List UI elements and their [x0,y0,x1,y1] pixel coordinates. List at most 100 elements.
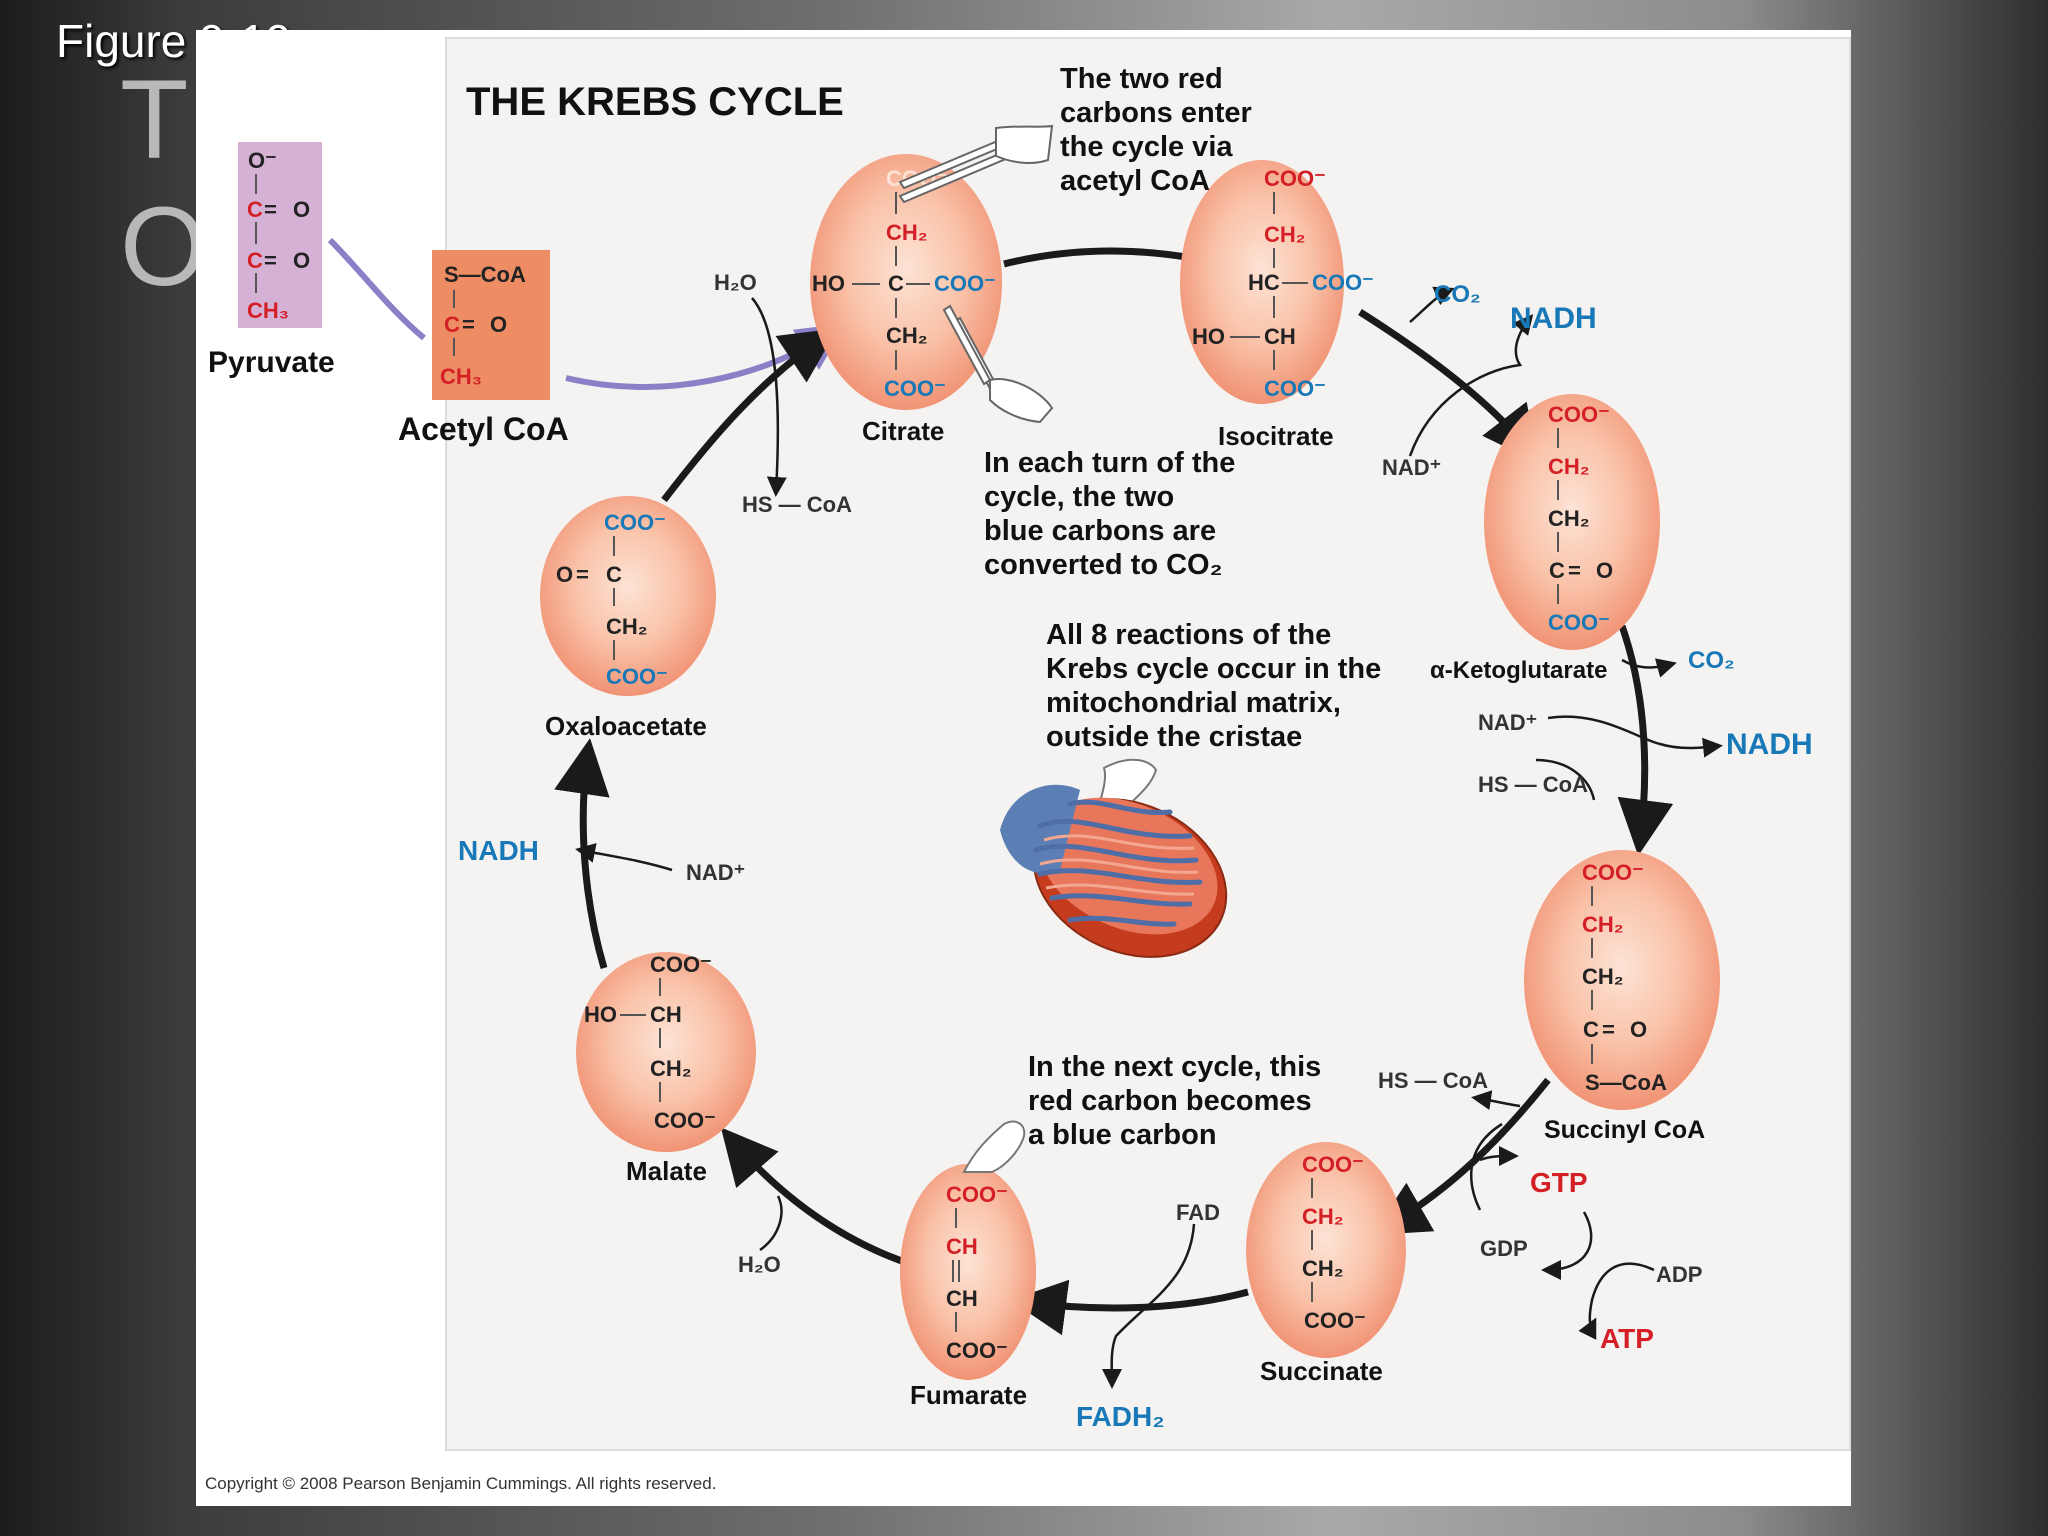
note-line: carbons enter [1060,97,1252,129]
atom-label: CH [1264,324,1296,349]
svg-text:=: = [264,197,277,222]
note-line: the cycle via [1060,131,1233,163]
atom-label: CH₂ [1582,964,1624,989]
hs-coa-label: HS — CoA [1378,1068,1488,1093]
succinate-molecule: COO⁻ CH₂ CH₂ COO⁻ [1246,1142,1406,1358]
note-line: In the next cycle, this [1028,1051,1321,1083]
nadh-label: NADH [458,835,539,866]
atom-label: O [556,562,573,587]
svg-text:=: = [1568,558,1581,583]
hs-coa-out-arrow [1471,1090,1521,1111]
atom-label: COO⁻ [606,664,668,689]
side-arrows [575,286,1723,1389]
oxaloacetate-molecule: COO⁻ O = C CH₂ COO⁻ [540,496,716,696]
diagram-panel [445,37,1851,1451]
atom-label: CH₂ [1582,912,1624,937]
pyruvate-label: Pyruvate [208,346,335,379]
gtp-label: GTP [1530,1167,1588,1198]
note-line: cycle, the two [984,481,1174,513]
gtp-to-gdp-arrow [1541,1211,1593,1280]
nad-to-nadh-arrow-2 [1547,715,1723,758]
atom-label: O [1596,558,1613,583]
atom-label: COO⁻ [934,271,996,296]
h2o-label: H₂O [738,1252,781,1277]
atom-label: COO⁻ [1548,402,1610,427]
acetyl-atom: CH₃ [440,364,482,389]
gdp-to-gtp-arrow [1479,1146,1519,1167]
note-line: acetyl CoA [1060,165,1210,197]
note-blue-carbons: In each turn of the cycle, the two blue … [984,447,1235,581]
atp-label: ATP [1600,1323,1654,1354]
pyruvate-atom: O [293,248,310,273]
atom-label: COO⁻ [654,1108,716,1133]
atom-label: O [1630,1017,1647,1042]
atom-label: C [1583,1017,1599,1042]
gdp-label: GDP [1480,1236,1528,1261]
nad-to-nadh-arrow-3 [575,843,673,872]
fumarate-molecule: COO⁻ CH CH COO⁻ [900,1164,1036,1380]
atom-label: COO⁻ [1548,610,1610,635]
acetyl-coa-label: Acetyl CoA [398,411,569,447]
acetyl-atom: O [490,312,507,337]
nad-label: NAD⁺ [686,860,745,885]
mitochondrion-illustration [1000,784,1228,958]
pyruvate-atom: O⁻ [248,148,277,173]
tweezers-icon [898,124,1054,424]
malate-molecule: COO⁻ HO CH CH₂ COO⁻ [576,952,756,1152]
svg-text:=: = [462,312,475,337]
ghost-title-letter: T [120,57,189,182]
adp-to-atp-arrow [1578,1262,1655,1340]
atom-label: COO⁻ [1304,1308,1366,1333]
atom-label: COO⁻ [1302,1152,1364,1177]
pyruvate-atom: O [293,197,310,222]
pyruvate-molecule: O⁻ C = O C = O CH₃ [238,142,322,328]
atom-label: CH [946,1286,978,1311]
atom-label: COO⁻ [884,376,946,401]
fumarate-to-malate-arrow [720,1127,912,1268]
note-line: In each turn of the [984,447,1235,479]
malate-label: Malate [626,1156,707,1186]
note-red-carbons: The two red carbons enter the cycle via … [1060,63,1252,197]
note-line: Krebs cycle occur in the [1046,653,1381,685]
note-line: red carbon becomes [1028,1085,1312,1117]
fadh2-label: FADH₂ [1076,1401,1165,1432]
note-line: The two red [1060,63,1223,95]
pyruvate-atom: C [247,248,263,273]
co2-out-arrow-2 [1621,658,1677,678]
note-line: outside the cristae [1046,721,1302,753]
atom-label: HO [1192,324,1225,349]
atom-label: CH [946,1234,978,1259]
pyruvate-atom: CH₃ [247,298,289,323]
atom-label: C [888,271,904,296]
atom-label: HO [812,271,845,296]
oxaloacetate-to-citrate-arrow [661,328,838,503]
note-line: converted to CO₂ [984,549,1222,581]
h2o-label: H₂O [714,270,757,295]
co2-out-arrow [1409,286,1455,323]
succinyl-coa-label: Succinyl CoA [1544,1116,1705,1144]
acetyl-atom: C [444,312,460,337]
atom-label: S—CoA [1585,1070,1667,1095]
ketoglutarate-molecule: COO⁻ CH₂ CH₂ C = O COO⁻ [1484,394,1660,650]
atom-label: CH₂ [1302,1204,1344,1229]
atom-label: CH₂ [1548,454,1590,479]
gdp-gtp-arrow [1469,1122,1503,1211]
atom-label: CH₂ [1302,1256,1344,1281]
nad-label: NAD⁺ [1478,710,1537,735]
atom-label: CH₂ [1548,506,1590,531]
note-line: blue carbons are [984,515,1216,547]
svg-text:=: = [264,248,277,273]
fad-label: FAD [1176,1200,1220,1225]
atom-label: COO⁻ [1312,270,1374,295]
ketoglutarate-label: α-Ketoglutarate [1430,657,1607,684]
fad-to-fadh2-arrow [1101,1223,1196,1389]
atom-label: COO⁻ [1264,376,1326,401]
succinate-label: Succinate [1260,1356,1383,1386]
succinate-to-fumarate-arrow [1010,1279,1249,1336]
oxaloacetate-label: Oxaloacetate [545,711,707,741]
atom-label: HO [584,1002,617,1027]
co2-label: CO₂ [1434,281,1481,308]
atom-label: HC [1248,270,1280,295]
